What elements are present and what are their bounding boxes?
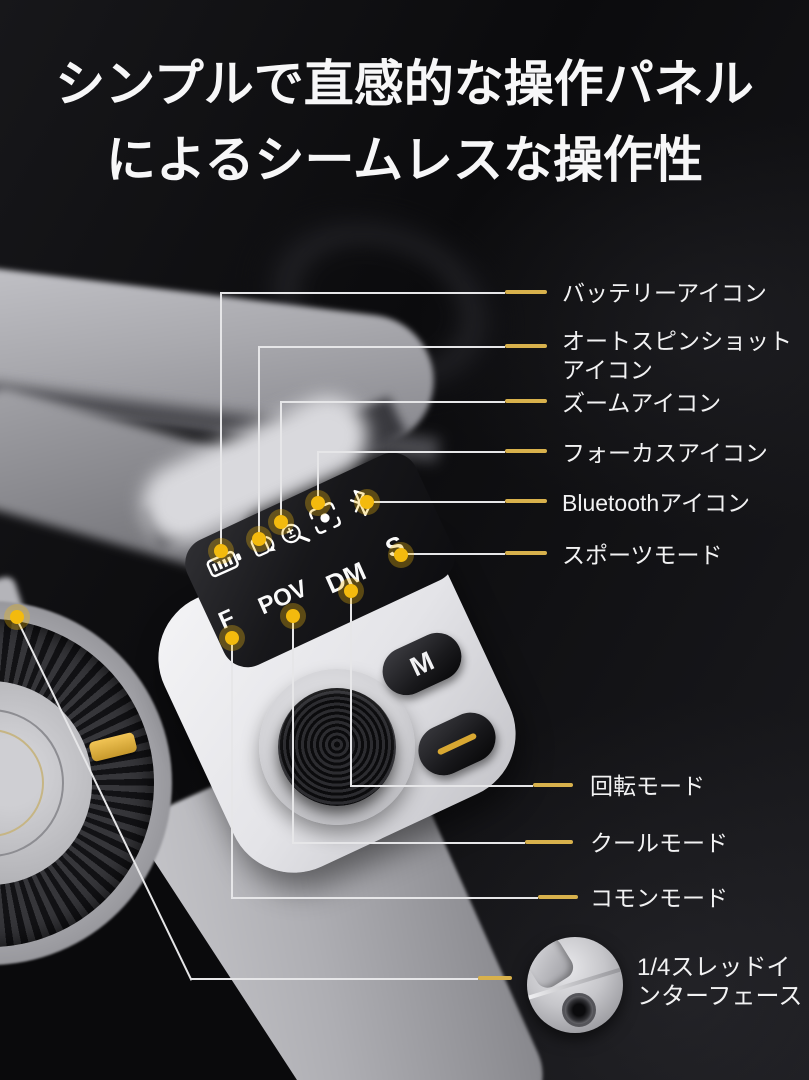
- focus-label: フォーカスアイコン: [562, 440, 768, 466]
- rotation-callout-dash: [533, 783, 573, 787]
- thread-interface-inset: [527, 937, 623, 1033]
- sports-label: スポーツモード: [562, 542, 723, 568]
- focus-icon: [305, 498, 345, 538]
- cool-label: クールモード: [590, 830, 728, 856]
- zoom-callout-dash: [505, 399, 547, 403]
- common-callout-line: [231, 897, 538, 899]
- common-callout-dash: [538, 895, 578, 899]
- thread-callout-line: [191, 978, 478, 980]
- focus-callout-line: [317, 452, 319, 503]
- common-label: コモンモード: [590, 885, 728, 911]
- autospin-callout-line: [258, 347, 260, 539]
- rotation-label: 回転モード: [590, 773, 705, 799]
- sports-callout-line: [401, 553, 505, 555]
- common-callout-line: [231, 638, 233, 898]
- page-title: シンプルで直感的な操作パネル によるシームレスな操作性: [0, 46, 809, 198]
- zoom-callout-line: [280, 402, 282, 522]
- zoom-callout-line: [280, 401, 505, 403]
- bluetooth-label: Bluetoothアイコン: [562, 490, 751, 516]
- title-line1: シンプルで直感的な操作パネル: [55, 56, 754, 112]
- m-button-label: M: [405, 645, 439, 682]
- autospin-callout-dash: [505, 344, 547, 348]
- autospin-label-line1: オートスピンショット: [562, 328, 792, 354]
- thread-callout-dash: [478, 976, 512, 980]
- focus-callout-line: [317, 451, 505, 453]
- rotation-callout-line: [350, 591, 352, 786]
- bluetooth-callout-line: [367, 501, 505, 503]
- cool-callout-dot: [286, 609, 300, 623]
- trigger-button-yellow-bar: [436, 732, 478, 756]
- joystick: [278, 688, 396, 806]
- autospin-label-line2: アイコン: [562, 357, 653, 383]
- battery-callout-line: [220, 292, 505, 294]
- sports-callout-dot: [394, 548, 408, 562]
- battery-callout-line: [220, 293, 222, 551]
- common-callout-dot: [225, 631, 239, 645]
- quarter-thread-hole: [562, 993, 596, 1027]
- thread-label-line2: ンターフェース: [637, 983, 803, 1010]
- sports-callout-dash: [505, 551, 547, 555]
- title-line2: によるシームレスな操作性: [106, 132, 703, 188]
- zoom-icon: [275, 515, 315, 555]
- focus-callout-dot: [311, 496, 325, 510]
- rotation-callout-dot: [344, 584, 358, 598]
- bluetooth-callout-dot: [360, 495, 374, 509]
- zoom-label: ズームアイコン: [562, 390, 722, 416]
- rotation-callout-line: [350, 785, 533, 787]
- cool-callout-line: [292, 616, 294, 843]
- autospin-callout-line: [258, 346, 505, 348]
- thread-label-line1: 1/4スレッドイ: [637, 954, 791, 981]
- zoom-callout-dot: [274, 515, 288, 529]
- autospin-callout-dot: [252, 532, 266, 546]
- cool-callout-line: [292, 842, 525, 844]
- battery-callout-dash: [505, 290, 547, 294]
- bluetooth-callout-dash: [505, 499, 547, 503]
- battery-label: バッテリーアイコン: [562, 280, 767, 306]
- thread-callout-dot: [10, 610, 24, 624]
- battery-callout-dot: [214, 544, 228, 558]
- focus-callout-dash: [505, 449, 547, 453]
- cool-callout-dash: [525, 840, 573, 844]
